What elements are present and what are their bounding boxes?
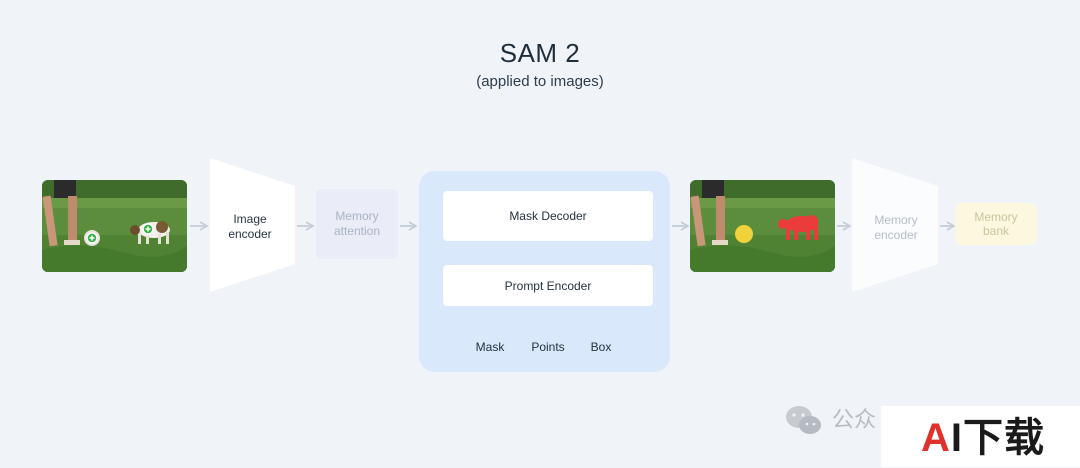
image-encoder-shape xyxy=(210,158,295,292)
memory-encoder-shape xyxy=(852,158,938,292)
diagram-subtitle: (applied to images) xyxy=(476,73,604,90)
memory-attention-label: Memory attention xyxy=(333,209,381,238)
memory-encoder-label: Memory encoder xyxy=(874,213,918,242)
watermark-brand: AI下载 xyxy=(878,408,1080,468)
wechat-icon xyxy=(786,406,821,434)
input-box-label: Box xyxy=(590,340,612,354)
memory-attention-box: Memory attention xyxy=(316,189,398,259)
watermark-box xyxy=(881,406,1080,467)
mask-decoder-label: Mask Decoder xyxy=(509,209,587,223)
mask-decoder-box: Mask Decoder xyxy=(443,191,653,241)
output-image xyxy=(690,180,835,272)
image-encoder-label: Image encoder xyxy=(228,212,272,241)
diagram-title: SAM 2 xyxy=(499,38,581,68)
prompt-encoder-label: Prompt Encoder xyxy=(504,278,592,293)
watermark-gz-text: 公众 xyxy=(832,407,877,432)
memory-bank-box: Memory bank xyxy=(955,203,1037,245)
prompt-encoder-box: Prompt Encoder xyxy=(443,265,653,306)
input-image xyxy=(42,180,187,272)
watermark-brand-rest: I下载 xyxy=(950,416,1045,460)
watermark-brand-a: A xyxy=(920,416,951,460)
input-mask-label: Mask xyxy=(475,340,505,354)
memory-bank-label: Memory bank xyxy=(974,210,1018,238)
input-points-label: Points xyxy=(531,340,565,354)
